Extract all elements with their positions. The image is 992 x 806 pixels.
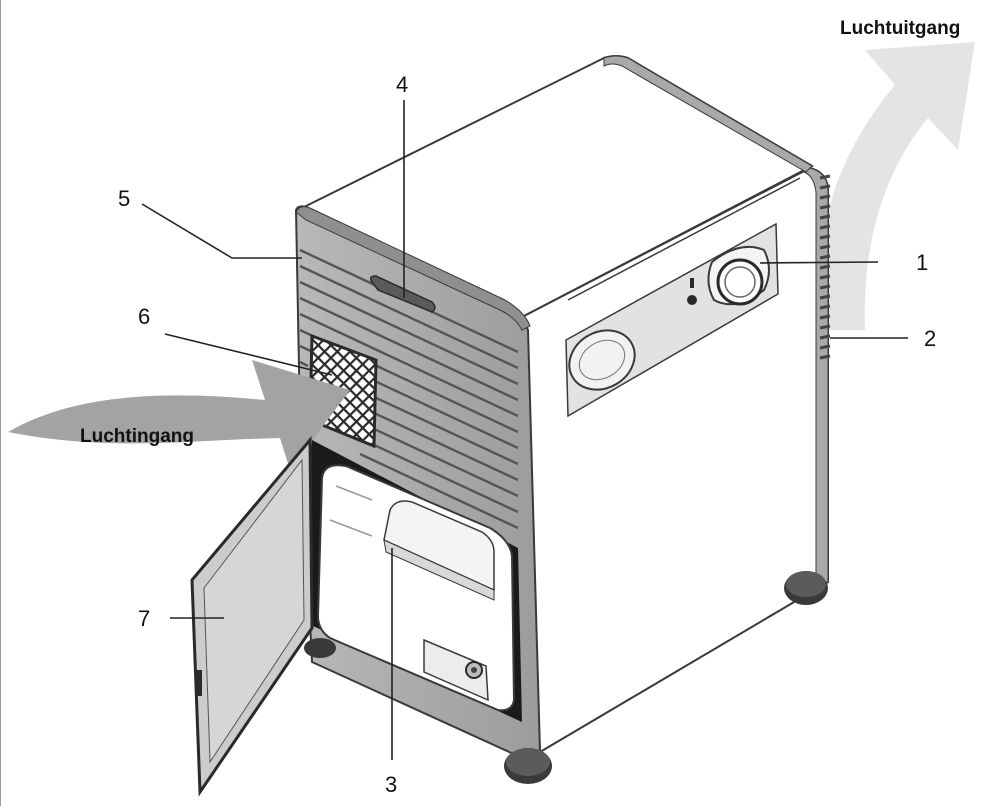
inlet-label: Luchtingang (80, 426, 194, 447)
caster-wheels (304, 571, 828, 784)
rating-label (568, 329, 636, 391)
callout-4: 4 (396, 72, 408, 97)
door-hinge (196, 670, 202, 696)
callout-5: 5 (118, 186, 130, 211)
callout-1: 1 (916, 250, 928, 275)
air-outlet-arrow (818, 42, 975, 330)
callout-3: 3 (385, 772, 397, 797)
handle-slot[interactable] (369, 275, 436, 313)
side-vents (819, 174, 831, 360)
air-inlet-arrow (8, 360, 350, 470)
outlet-label: Luchtuitgang (840, 18, 960, 39)
callout-6: 6 (138, 304, 150, 329)
top-rear-trim (603, 55, 813, 173)
frame-left-edge (0, 0, 1, 806)
indicator-mark (690, 278, 694, 288)
power-indicator-icon (687, 295, 697, 305)
callout-7: 7 (138, 606, 150, 631)
callout-2: 2 (924, 326, 936, 351)
leader-lines (141, 100, 908, 760)
